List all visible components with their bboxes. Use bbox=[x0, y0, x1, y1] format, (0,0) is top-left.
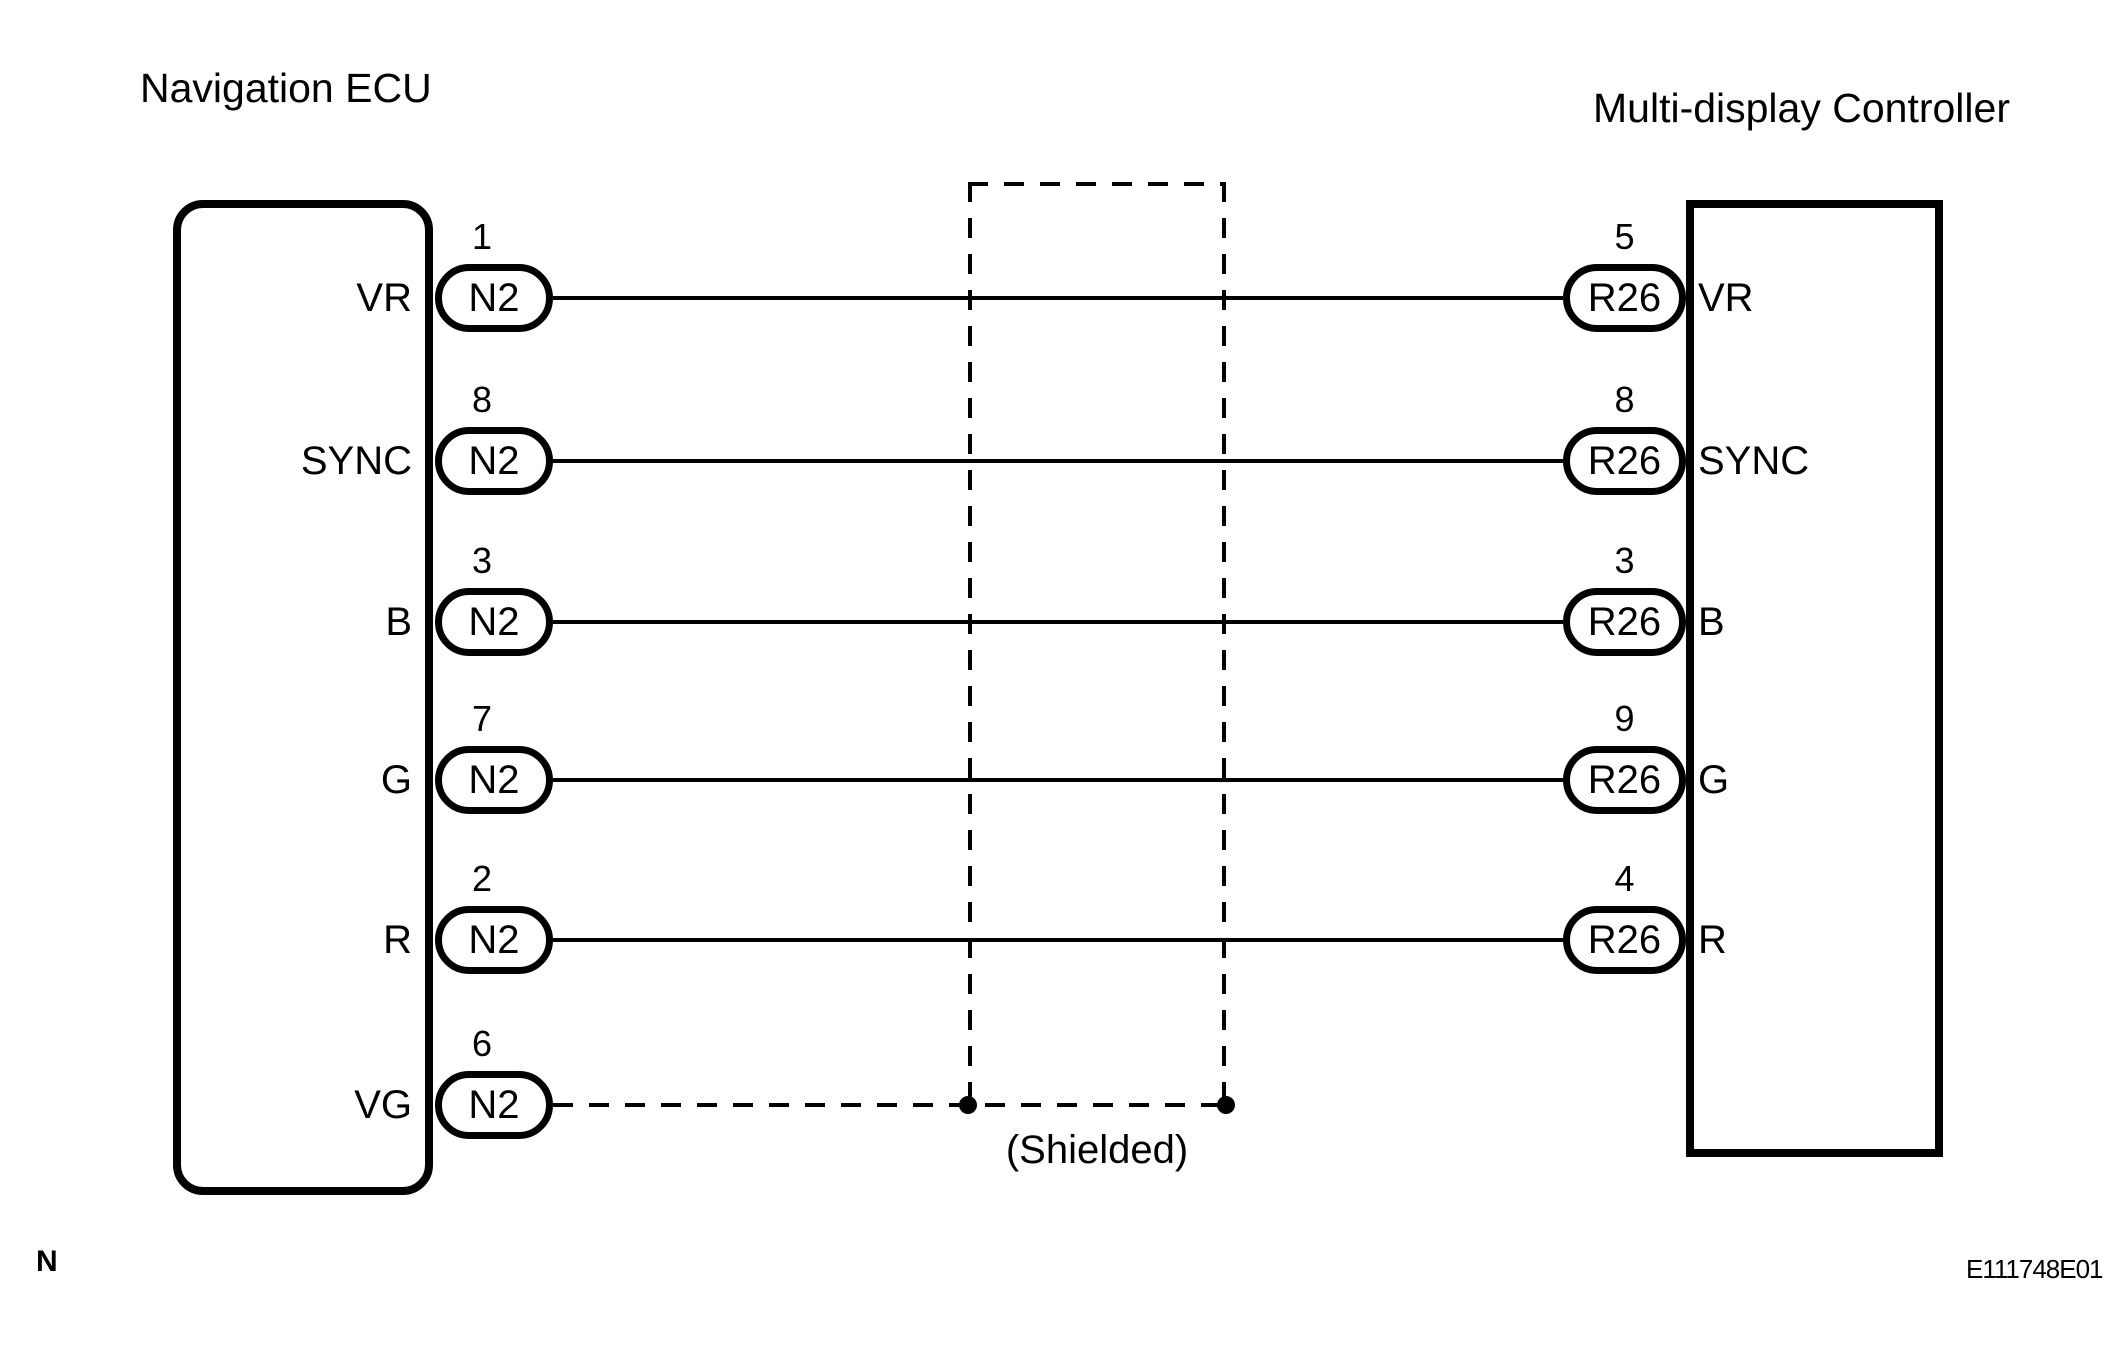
left-component-title: Navigation ECU bbox=[140, 65, 432, 111]
right-connector-pill: R26 bbox=[1563, 427, 1686, 495]
left-connector-pill: N2 bbox=[435, 264, 553, 332]
wire-line bbox=[553, 778, 1563, 782]
shield-junction-dot-left bbox=[959, 1096, 977, 1114]
right-pin-label: G bbox=[1698, 758, 1730, 802]
navigation-ecu-box bbox=[173, 200, 433, 1195]
right-connector-pill: R26 bbox=[1563, 746, 1686, 814]
left-connector-pill: N2 bbox=[435, 1071, 553, 1139]
left-pin-label: VR bbox=[356, 276, 412, 320]
left-pin-number: 6 bbox=[471, 1023, 493, 1064]
corner-label: N bbox=[36, 1245, 58, 1278]
left-pin-number: 3 bbox=[471, 540, 493, 581]
left-connector-pill: N2 bbox=[435, 746, 553, 814]
left-pin-number: 8 bbox=[471, 379, 493, 420]
right-connector-pill: R26 bbox=[1563, 588, 1686, 656]
right-pin-label: SYNC bbox=[1698, 439, 1810, 483]
left-connector-pill: N2 bbox=[435, 588, 553, 656]
wire-line bbox=[553, 620, 1563, 624]
right-pin-label: VR bbox=[1698, 276, 1754, 320]
left-pin-label: VG bbox=[354, 1083, 412, 1127]
shield-left-dashed-line bbox=[968, 182, 972, 1105]
left-pin-label: B bbox=[385, 600, 412, 644]
right-component-title: Multi-display Controller bbox=[1593, 85, 2010, 131]
wire-line bbox=[553, 459, 1563, 463]
right-pin-number: 3 bbox=[1614, 540, 1635, 581]
left-connector-pill: N2 bbox=[435, 427, 553, 495]
wire-line bbox=[553, 938, 1563, 942]
right-pin-number: 5 bbox=[1614, 216, 1635, 257]
left-pin-label: SYNC bbox=[300, 439, 412, 483]
right-pin-label: R bbox=[1698, 918, 1727, 962]
shield-label: (Shielded) bbox=[1005, 1128, 1189, 1172]
multi-display-controller-box bbox=[1686, 200, 1943, 1157]
shield-top-dashed-line bbox=[968, 182, 1226, 186]
left-pin-label: G bbox=[380, 758, 412, 802]
left-pin-number: 2 bbox=[471, 858, 493, 899]
left-pin-number: 7 bbox=[471, 698, 493, 739]
wire-line bbox=[553, 296, 1563, 300]
right-pin-number: 9 bbox=[1614, 698, 1635, 739]
shield-right-dashed-line bbox=[1222, 182, 1226, 1105]
right-pin-number: 4 bbox=[1614, 858, 1635, 899]
shield-junction-dot-right bbox=[1217, 1096, 1235, 1114]
wire-line-dashed bbox=[553, 1103, 1226, 1107]
right-pin-label: B bbox=[1698, 600, 1725, 644]
right-connector-pill: R26 bbox=[1563, 906, 1686, 974]
left-pin-number: 1 bbox=[471, 216, 493, 257]
figure-id: E111748E01 bbox=[1966, 1254, 2104, 1284]
left-pin-label: R bbox=[383, 918, 412, 962]
shield-outline bbox=[968, 182, 1226, 1105]
right-connector-pill: R26 bbox=[1563, 264, 1686, 332]
right-pin-number: 8 bbox=[1614, 379, 1635, 420]
left-connector-pill: N2 bbox=[435, 906, 553, 974]
